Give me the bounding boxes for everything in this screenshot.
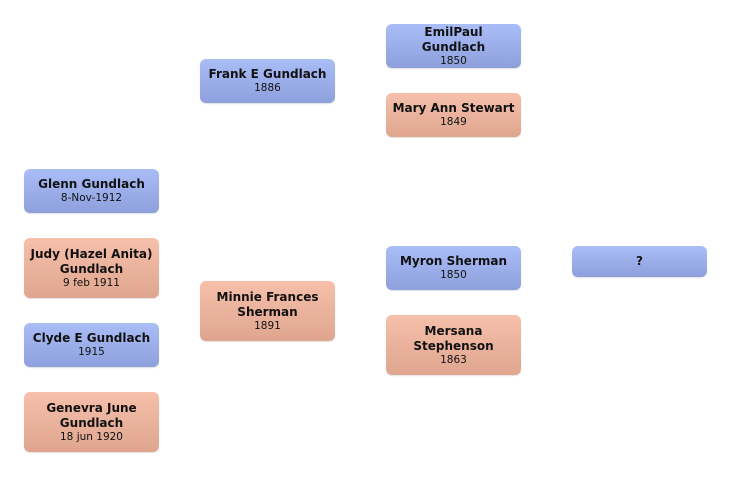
person-glenn-gundlach[interactable]: Glenn Gundlach 8-Nov-1912 (24, 169, 159, 213)
person-mary-stewart[interactable]: Mary Ann Stewart 1849 (386, 93, 521, 137)
person-clyde-gundlach[interactable]: Clyde E Gundlach 1915 (24, 323, 159, 367)
person-date: 1863 (440, 353, 467, 366)
person-frank-gundlach[interactable]: Frank E Gundlach 1886 (200, 59, 335, 103)
person-name: Mary Ann Stewart (392, 101, 515, 115)
person-date: 1891 (254, 319, 281, 332)
person-date: 1850 (440, 54, 467, 67)
person-judy-gundlach[interactable]: Judy (Hazel Anita) Gundlach 9 feb 1911 (24, 238, 159, 298)
person-name: Genevra June Gundlach (46, 400, 137, 430)
person-name: Judy (Hazel Anita) Gundlach (30, 246, 153, 276)
person-date: 1886 (254, 82, 281, 94)
person-name: Minnie Frances Sherman (216, 289, 319, 319)
person-date: 1850 (440, 269, 467, 281)
person-date: 1915 (78, 346, 105, 358)
person-date: 1849 (440, 116, 467, 128)
person-name: Clyde E Gundlach (32, 331, 151, 345)
person-myron-sherman[interactable]: Myron Sherman 1850 (386, 246, 521, 290)
person-date: 18 jun 1920 (60, 430, 123, 443)
person-name: Myron Sherman (399, 254, 508, 268)
person-name: Glenn Gundlach (38, 177, 145, 191)
person-genevra-gundlach[interactable]: Genevra June Gundlach 18 jun 1920 (24, 392, 159, 452)
person-name: Frank E Gundlach (208, 67, 327, 81)
person-date: 8-Nov-1912 (60, 192, 123, 204)
person-minnie-sherman[interactable]: Minnie Frances Sherman 1891 (200, 281, 335, 341)
person-name: Mersana Stephenson (413, 323, 494, 353)
person-unknown[interactable]: ? (572, 246, 707, 277)
person-name: EmilPaul Gundlach (421, 24, 486, 54)
person-date: 9 feb 1911 (63, 276, 120, 289)
person-mersana-stephenson[interactable]: Mersana Stephenson 1863 (386, 315, 521, 375)
person-emilpaul-gundlach[interactable]: EmilPaul Gundlach 1850 (386, 24, 521, 68)
person-name: ? (636, 254, 643, 268)
